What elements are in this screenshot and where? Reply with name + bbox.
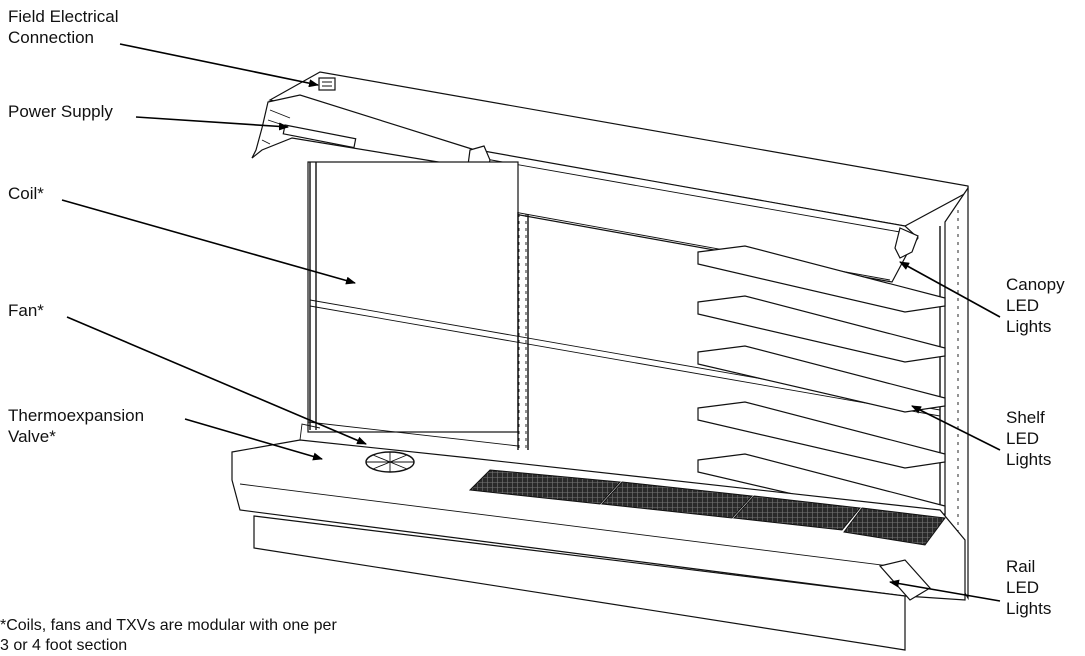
shelves bbox=[697, 245, 946, 521]
label-shelf-led-lights: Shelf LED Lights bbox=[1006, 408, 1052, 469]
label-rail-led-lights: Rail LED Lights bbox=[1006, 557, 1052, 618]
label-thermoexpansion-valve: Thermoexpansion Valve* bbox=[8, 406, 145, 446]
footnote: *Coils, fans and TXVs are modular with o… bbox=[0, 617, 337, 654]
label-field-electrical-connection: Field Electrical Connection bbox=[8, 7, 119, 47]
label-fan: Fan* bbox=[8, 301, 44, 320]
leader-txv bbox=[184, 418, 323, 461]
label-coil: Coil* bbox=[8, 184, 44, 203]
leader-lines bbox=[61, 43, 1001, 602]
label-canopy-led-lights: Canopy LED Lights bbox=[1006, 275, 1065, 336]
deck-grates bbox=[468, 469, 946, 546]
leader-rail-led bbox=[889, 579, 1001, 602]
label-power-supply: Power Supply bbox=[8, 102, 113, 121]
left-end-panel bbox=[251, 94, 476, 169]
leader-field-electrical bbox=[119, 43, 319, 88]
leader-shelf-led bbox=[911, 405, 1001, 451]
electrical-box bbox=[318, 77, 336, 91]
leader-power-supply bbox=[135, 116, 289, 131]
leader-fan bbox=[66, 316, 367, 445]
leader-coil bbox=[61, 199, 356, 285]
leader-canopy-led bbox=[899, 261, 1001, 318]
case-base bbox=[231, 423, 966, 651]
